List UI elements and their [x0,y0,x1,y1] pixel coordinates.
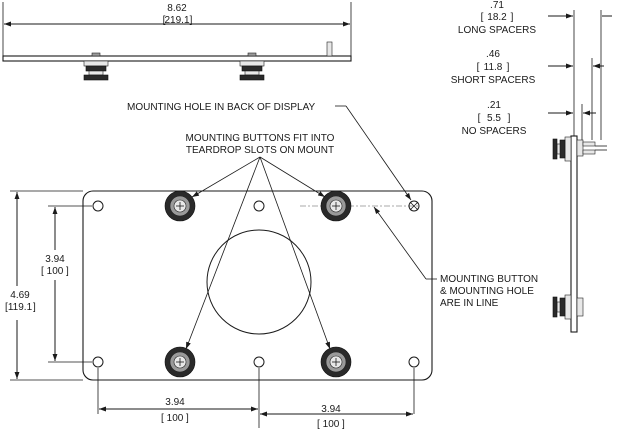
spacer-pin [326,41,333,57]
side-button-left [83,60,109,81]
short-spacers-inches: .46 [486,49,500,60]
mounting-holes [92,200,420,368]
callout-mounting-hole: MOUNTING HOLE IN BACK OF DISPLAY [127,102,316,113]
width-dim-bracket-close: ] [190,15,193,26]
long-spacers-label: LONG SPACERS [458,25,536,36]
long-spacers-mm: 18.2 [487,12,507,23]
side-view-button-bottom [552,294,584,320]
svg-text:[: [ [317,419,320,430]
mounting-button-bl [164,346,196,378]
front-view: MOUNTING HOLE IN BACK OF DISPLAY MOUNTIN… [2,102,538,430]
horizontal-left-mm: 100 [167,413,184,424]
callout-buttons-line2: TEARDROP SLOTS ON MOUNT [186,145,334,156]
mounting-button-tl [164,190,196,222]
no-spacers-label: NO SPACERS [462,126,527,137]
svg-text:[: [ [161,413,164,424]
svg-text:[: [ [5,302,8,313]
no-spacers-inches: .21 [487,100,501,111]
short-spacers-mm: 11.8 [484,62,503,73]
vertical-outer-inches: 4.69 [10,290,30,301]
vertical-inner-inches: 3.94 [45,254,65,265]
mounting-hole-callout-target [408,200,420,212]
width-dim-bracket: [ [163,15,166,26]
callout-inline-line1: MOUNTING BUTTON [440,274,538,285]
svg-text:[: [ [478,113,481,124]
width-dim-mm: 219.1 [164,15,189,26]
top-view: 8.62 [ ] 219.1 [2,2,352,81]
mounting-plate [82,190,433,381]
svg-text:[: [ [477,62,480,73]
horizontal-right-mm: 100 [323,419,340,430]
callout-inline-line2: & MOUNTING HOLE [440,286,534,297]
svg-text:]: ] [507,62,510,73]
side-button-right [239,60,265,81]
vertical-outer-mm: 119.1 [8,302,33,313]
long-spacers-inches: .71 [490,0,504,11]
plate-side-profile [2,55,352,62]
svg-text:]: ] [66,266,69,277]
horizontal-right-inches: 3.94 [321,404,341,415]
svg-text:[: [ [41,266,44,277]
svg-text:]: ] [186,413,189,424]
callout-buttons-line1: MOUNTING BUTTONS FIT INTO [186,133,335,144]
no-spacers-mm: 5.5 [487,113,501,124]
right-side-view: .71 [ 18.2 ] LONG SPACERS .46 [ 11.8 ] S… [451,0,612,333]
center-cutout [206,229,312,335]
svg-text:]: ] [342,419,345,430]
horizontal-left-inches: 3.94 [165,397,185,408]
side-view-button-top [552,136,607,162]
mounting-button-tr [320,190,352,222]
svg-text:[: [ [481,12,484,23]
svg-text:]: ] [511,12,514,23]
svg-text:]: ] [33,302,36,313]
plate-edge-profile [570,135,578,333]
short-spacers-label: SHORT SPACERS [451,75,536,86]
svg-text:]: ] [508,113,511,124]
vertical-inner-mm: 100 [47,266,64,277]
callout-inline-line3: ARE IN LINE [440,298,499,309]
mounting-button-br [320,346,352,378]
width-dim-inches: 8.62 [167,3,187,14]
